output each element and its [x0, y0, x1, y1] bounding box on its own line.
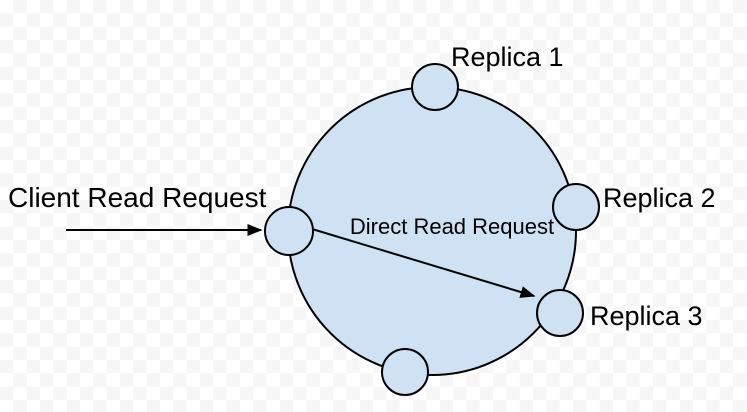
- client-read-request-label: Client Read Request: [8, 182, 267, 213]
- replica-1-node: [411, 63, 459, 111]
- replica-2-node: [552, 183, 600, 231]
- unlabeled-bottom-node: [381, 348, 429, 396]
- replica-3-node: [536, 289, 584, 337]
- replica-3-label: Replica 3: [590, 301, 703, 331]
- coordinator-node: [264, 206, 314, 256]
- replica-2-label: Replica 2: [603, 183, 716, 213]
- direct-read-request-label: Direct Read Request: [350, 214, 554, 239]
- replica-1-label: Replica 1: [451, 42, 564, 72]
- direct-read-request-arrow: [311, 228, 536, 298]
